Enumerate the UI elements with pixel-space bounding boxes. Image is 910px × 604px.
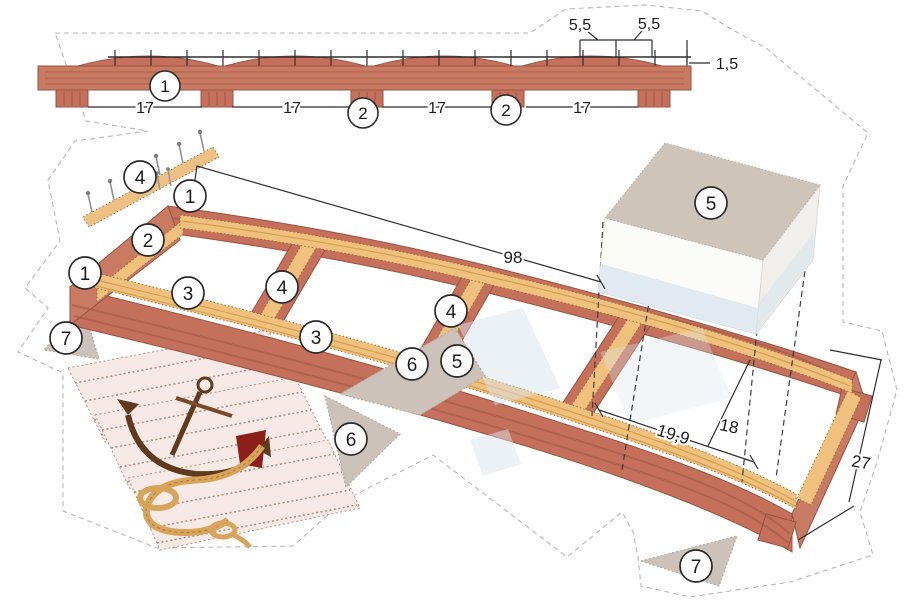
rope-curve-edge [145, 445, 263, 533]
part-label-box-5-text: 5 [706, 194, 717, 215]
part-label-tri-7-right: 7 [679, 549, 713, 583]
part-label-pier-2b-text: 2 [501, 101, 510, 120]
part-label-stringer-3b: 3 [299, 320, 333, 354]
box-blue-band-right [756, 232, 814, 332]
dim-199-line [594, 402, 759, 470]
divider-tan-c [570, 316, 644, 411]
rope-coil [137, 485, 179, 511]
part-label-rail-2: 2 [131, 223, 165, 257]
dim-199: 19,9 [655, 421, 692, 449]
part-label-cross-4b: 4 [434, 294, 468, 328]
part-label-gusset-6-text: 6 [407, 355, 418, 376]
part-label-box-5: 5 [694, 186, 728, 220]
anchor-stock [175, 396, 233, 418]
anchor-flukes [117, 399, 271, 457]
dim-15-group: 1,5 [686, 40, 740, 75]
part-label-corner-1: 1 [173, 179, 207, 213]
part-label-tri-7-left: 7 [49, 321, 83, 355]
part-label-strip-4-text: 4 [135, 168, 146, 189]
part-label-end-1: 1 [68, 256, 102, 290]
part-label-stringer-3b-text: 3 [311, 328, 322, 349]
dim-17-c: 17 [428, 100, 446, 117]
front-rail-red [69, 286, 793, 553]
back-rail-tan [179, 214, 853, 394]
dim-17-b: 17 [283, 100, 301, 117]
dim-18-line [707, 359, 751, 447]
red-grain-front [71, 304, 791, 544]
dim-18: 18 [718, 415, 740, 438]
part-label-tri-6-big-text: 6 [346, 430, 357, 451]
part-label-corner-1-text: 1 [185, 187, 196, 208]
part-label-pier-2b: 2 [490, 94, 522, 126]
exploded-view: 98 19,9 18 27 4 1 2 1 [42, 129, 883, 587]
corner-nails [156, 169, 172, 191]
part-label-pier-2a: 2 [347, 97, 379, 129]
railing-posts [114, 50, 688, 66]
anchor-artwork [117, 376, 271, 549]
part-label-gusset-6: 6 [395, 347, 429, 381]
dim-199-group: 19,9 [594, 402, 759, 470]
dim-17-a: 17 [136, 100, 154, 117]
box-part-5 [597, 142, 821, 336]
dim-98: 98 [504, 248, 523, 267]
ghost-plank-c [470, 429, 521, 476]
anchor-deck-panels [67, 329, 361, 551]
dim-55-group: 5,5 5,5 [567, 14, 662, 57]
part-label-tri-7-left-text: 7 [61, 329, 72, 350]
dim-27: 27 [850, 452, 872, 474]
part-label-deck-1-text: 1 [160, 77, 169, 96]
part-label-cross-4b-text: 4 [446, 302, 457, 323]
part-label-stringer-3a-text: 3 [183, 284, 194, 305]
part-label-end-1-text: 1 [80, 264, 91, 285]
part-label-cross-4a: 4 [265, 270, 299, 304]
right-end-tan [796, 389, 862, 506]
dim-55-b: 5,5 [638, 16, 660, 33]
dim-17-d: 17 [573, 100, 591, 117]
dim-27-line [797, 349, 883, 541]
anchor-red-patch [236, 430, 266, 468]
part-label-pier-2a-text: 2 [358, 104, 367, 123]
part-label-stringer-3a: 3 [171, 276, 205, 310]
ghost-plank-a [458, 308, 560, 405]
dim-55-bracket [579, 30, 653, 57]
dim-17-group: 17 17 17 17 [88, 98, 638, 119]
part-label-gusset-5-text: 5 [452, 352, 463, 373]
side-view: 17 17 17 17 5,5 5,5 1,5 1 2 2 [37, 14, 740, 129]
part-label-cross-4a-text: 4 [277, 278, 288, 299]
rope-end [230, 531, 252, 549]
part-label-tri-7-right-text: 7 [691, 557, 702, 578]
rope-knot [208, 520, 238, 540]
dim-15-line [686, 40, 710, 64]
part-label-tri-6-big: 6 [334, 422, 368, 456]
front-rail-tan [87, 270, 797, 510]
part-label-rail-2-text: 2 [143, 231, 154, 252]
box-blue-band-left [598, 264, 758, 334]
right-end-tabs [757, 387, 873, 549]
anchor-ring [196, 376, 214, 394]
frame-tan-parts [87, 214, 862, 510]
part-label-strip-4: 4 [123, 160, 157, 194]
dim-55-a: 5,5 [569, 17, 591, 34]
part-label-gusset-5: 5 [440, 344, 474, 378]
part-label-deck-1: 1 [149, 70, 181, 102]
dim-15: 1,5 [716, 56, 738, 73]
cut-outline [17, 4, 898, 598]
